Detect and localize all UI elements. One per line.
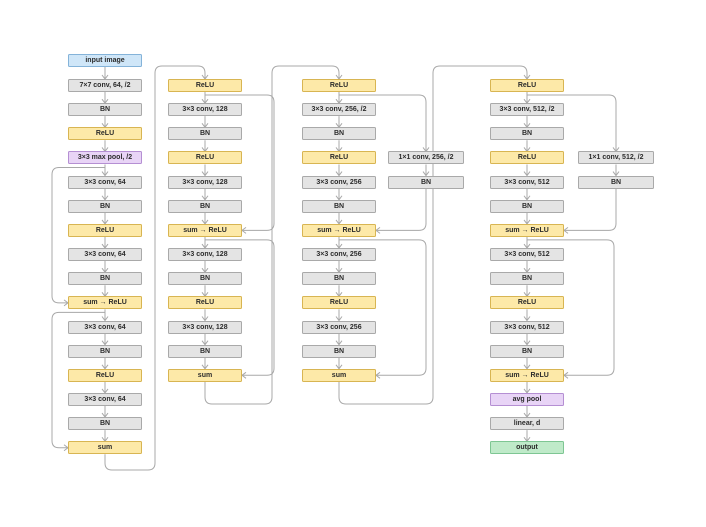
block-c1-6: 3×3 conv, 64	[68, 175, 142, 189]
block-c4-1: ReLU	[490, 79, 564, 92]
block-c2-9: BN	[168, 272, 242, 286]
block-c2-4: ReLU	[168, 151, 242, 165]
block-c2-11: 3×3 conv, 128	[168, 320, 242, 334]
block-c4-10: ReLU	[490, 296, 564, 310]
connector-139	[338, 65, 528, 405]
block-c1-7: BN	[68, 199, 142, 213]
block-c4-7: sum → ReLU	[490, 223, 564, 237]
block-c3-7: sum → ReLU	[302, 223, 376, 237]
connector-129	[527, 94, 617, 152]
arrow-head-116	[241, 227, 247, 234]
block-c1-10: BN	[68, 272, 142, 286]
arrow-head-120	[375, 371, 381, 379]
connector-113	[51, 311, 105, 449]
block-c1-17: sum	[68, 441, 142, 455]
block-c3-2: 3×3 conv, 256, /2	[302, 103, 376, 117]
block-c1-9: 3×3 conv, 64	[68, 248, 142, 262]
shortcut-c3-2: BN	[388, 175, 464, 189]
block-c4-16: output	[490, 441, 564, 455]
block-c3-10: ReLU	[302, 296, 376, 310]
block-c1-4: ReLU	[68, 127, 142, 141]
shortcut-c4-1: 1×1 conv, 512, /2	[578, 151, 654, 165]
arrow-head-128	[375, 227, 381, 234]
connector-137	[204, 65, 340, 405]
block-c3-9: BN	[302, 272, 376, 286]
block-c4-4: ReLU	[490, 151, 564, 165]
connector-127	[376, 188, 427, 231]
block-c3-12: BN	[302, 344, 376, 358]
connector-135	[104, 65, 206, 471]
connector-111	[51, 166, 105, 304]
block-c4-6: BN	[490, 199, 564, 213]
block-c4-2: 3×3 conv, 512, /2	[490, 103, 564, 117]
block-c1-1: input image	[68, 54, 142, 67]
arrow-head-134	[563, 227, 569, 234]
block-c3-11: 3×3 conv, 256	[302, 320, 376, 334]
block-c1-3: BN	[68, 103, 142, 117]
block-c4-11: 3×3 conv, 512	[490, 320, 564, 334]
block-c1-12: 3×3 conv, 64	[68, 320, 142, 334]
block-c2-6: BN	[168, 199, 242, 213]
block-c1-15: 3×3 conv, 64	[68, 392, 142, 406]
block-c2-2: 3×3 conv, 128	[168, 103, 242, 117]
block-c3-4: ReLU	[302, 151, 376, 165]
block-c2-12: BN	[168, 344, 242, 358]
block-c1-14: ReLU	[68, 368, 142, 382]
block-c4-12: BN	[490, 344, 564, 358]
block-c1-8: ReLU	[68, 223, 142, 237]
block-c4-15: linear, d	[490, 417, 564, 431]
block-c4-13: sum → ReLU	[490, 368, 564, 382]
block-c1-13: BN	[68, 344, 142, 358]
shortcut-c4-2: BN	[578, 175, 654, 189]
block-c1-16: BN	[68, 417, 142, 431]
block-c2-1: ReLU	[168, 79, 242, 92]
connector-123	[339, 94, 427, 152]
block-c3-5: 3×3 conv, 256	[302, 175, 376, 189]
block-c3-13: sum	[302, 368, 376, 382]
block-c1-5: 3×3 max pool, /2	[68, 151, 142, 165]
block-c4-8: 3×3 conv, 512	[490, 248, 564, 262]
connector-121	[527, 239, 615, 376]
connector-115	[205, 94, 275, 231]
connector-133	[564, 188, 617, 231]
block-c2-7: sum → ReLU	[168, 223, 242, 237]
block-c4-5: 3×3 conv, 512	[490, 175, 564, 189]
block-c2-5: 3×3 conv, 128	[168, 175, 242, 189]
block-c4-9: BN	[490, 272, 564, 286]
block-c4-3: BN	[490, 127, 564, 141]
connector-117	[205, 239, 275, 376]
block-c1-11: sum → ReLU	[68, 296, 142, 310]
block-c3-1: ReLU	[302, 79, 376, 92]
arrow-head-122	[563, 371, 569, 379]
connector-119	[339, 239, 427, 376]
block-c2-13: sum	[168, 368, 242, 382]
arrow-head-118	[241, 371, 247, 379]
block-c1-2: 7×7 conv, 64, /2	[68, 79, 142, 92]
shortcut-c3-1: 1×1 conv, 256, /2	[388, 151, 464, 165]
block-c2-10: ReLU	[168, 296, 242, 310]
block-c4-14: avg pool	[490, 392, 564, 406]
block-c3-8: 3×3 conv, 256	[302, 248, 376, 262]
block-c3-6: BN	[302, 199, 376, 213]
block-c2-3: BN	[168, 127, 242, 141]
block-c2-8: 3×3 conv, 128	[168, 248, 242, 262]
block-c3-3: BN	[302, 127, 376, 141]
